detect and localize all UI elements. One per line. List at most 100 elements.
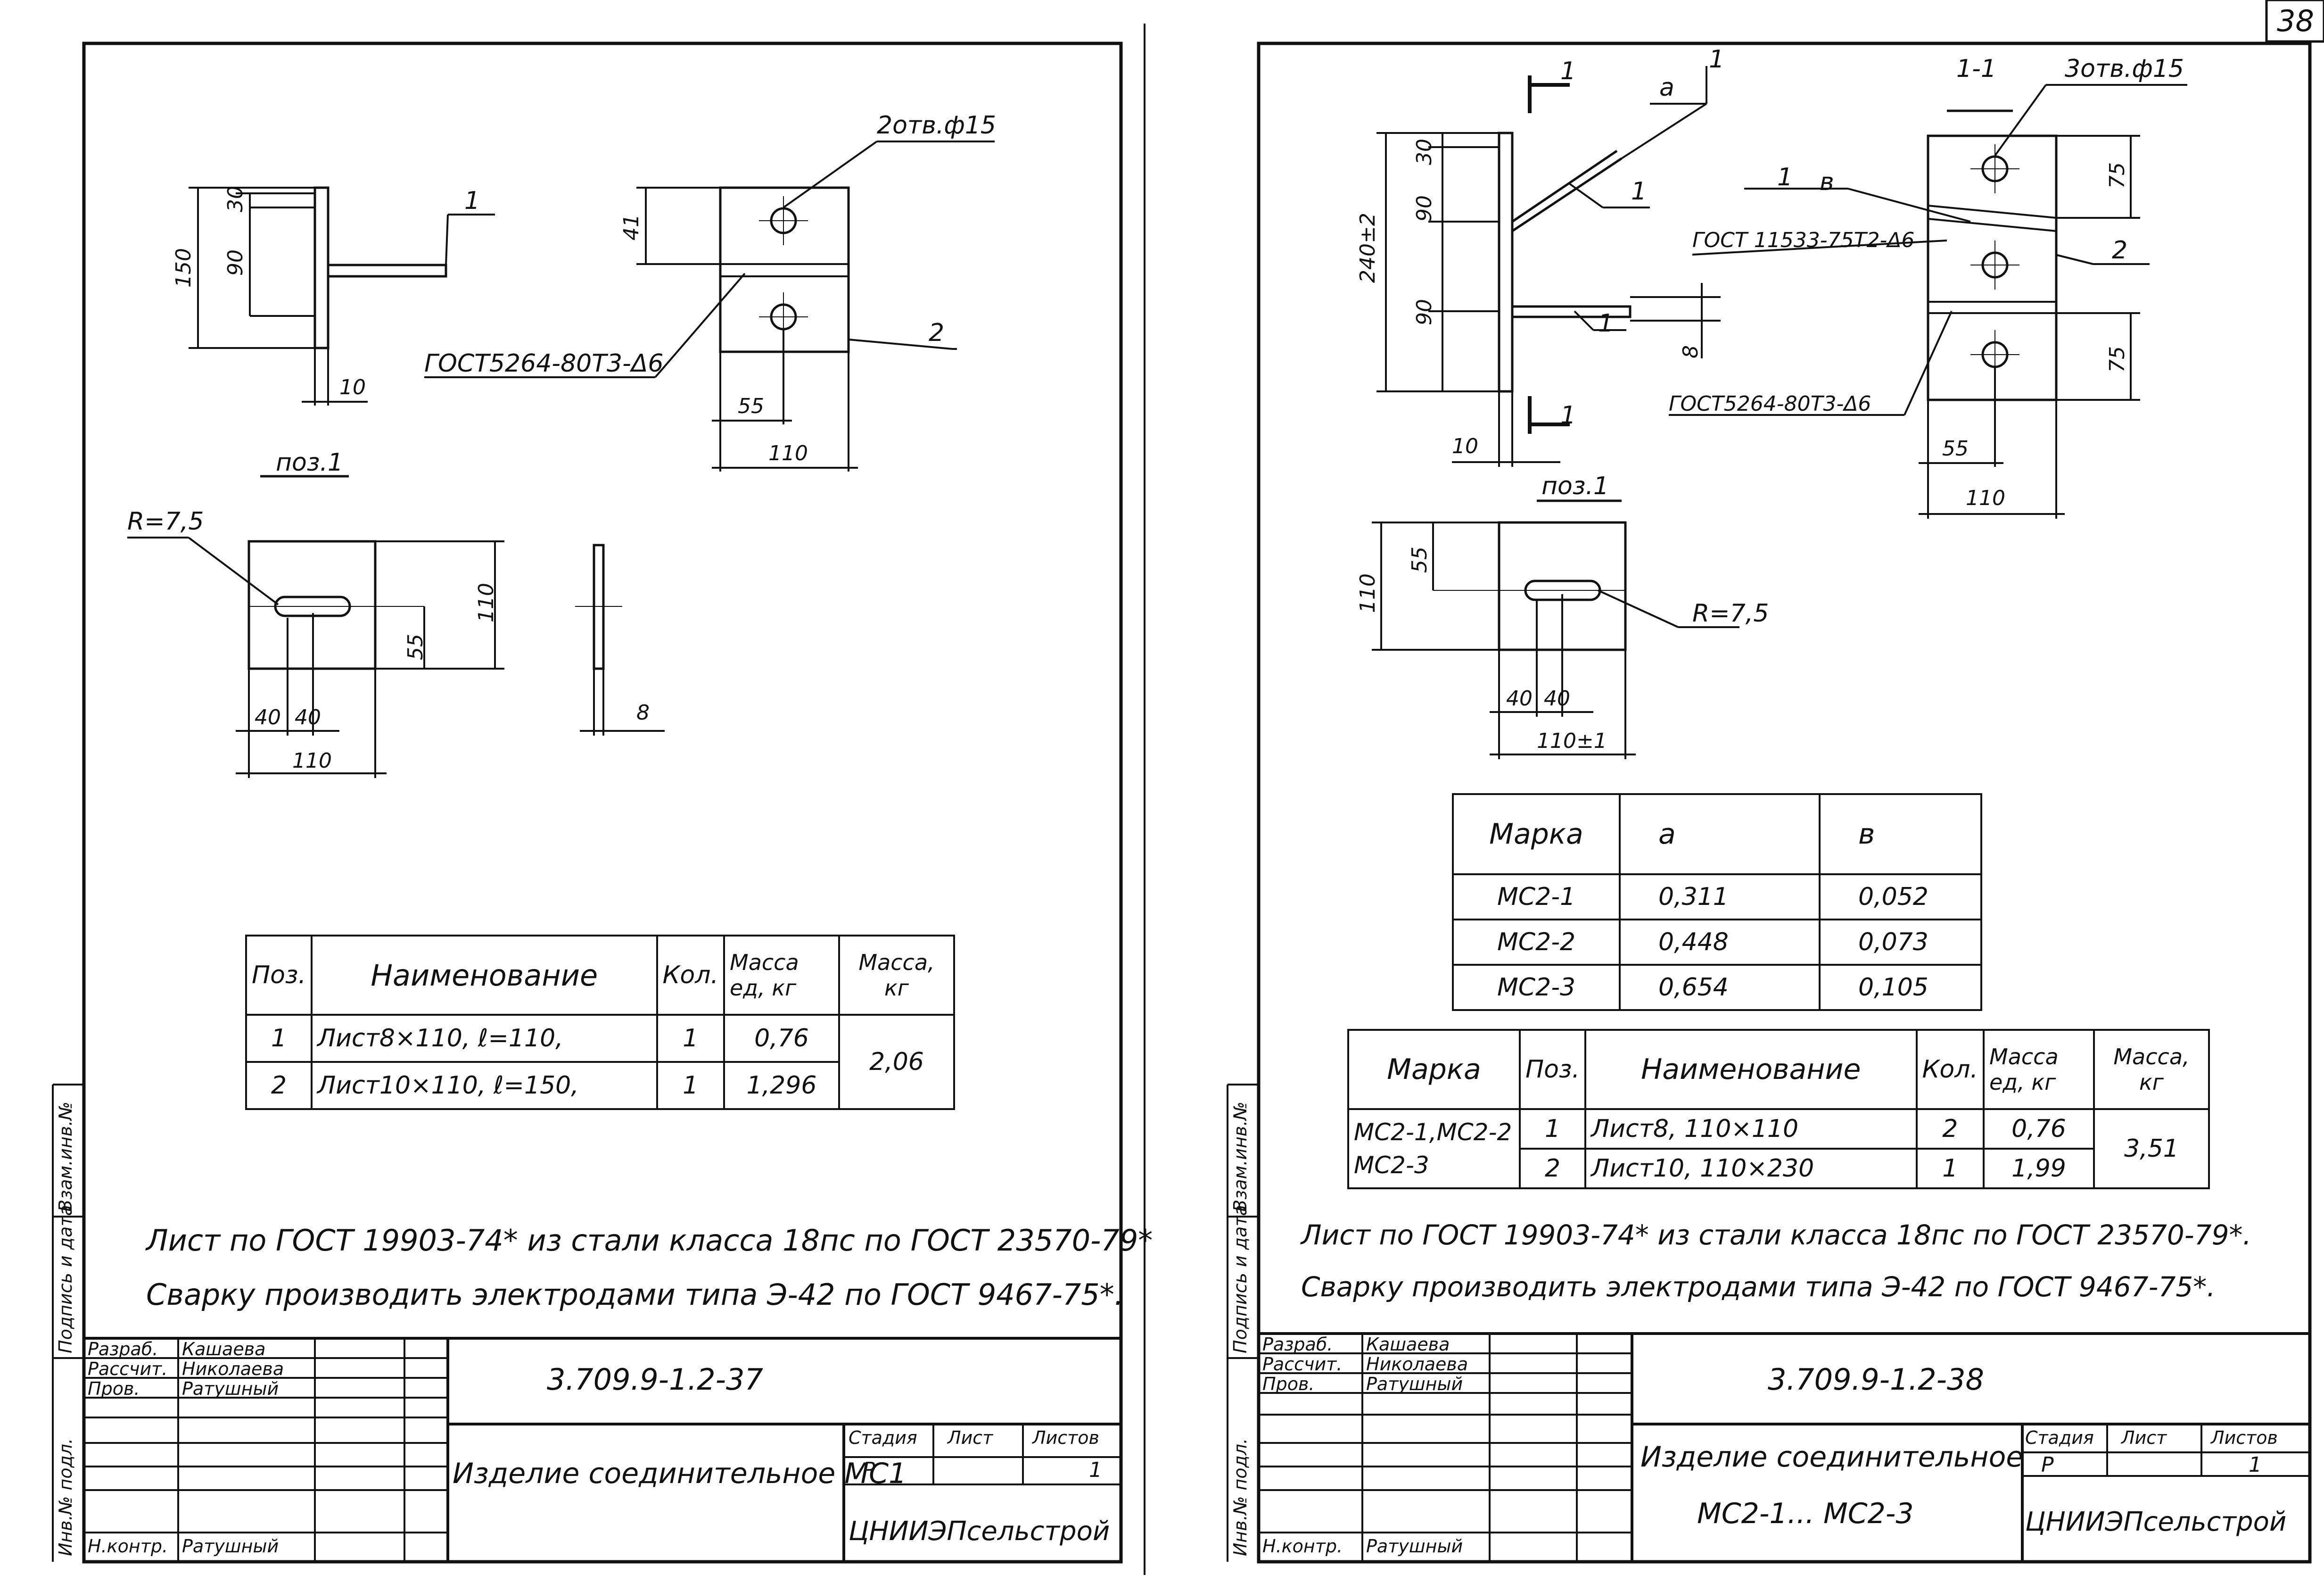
left-spec-unit-mass: 0,76 [723,1014,840,1063]
marks-a: 0,448 [1619,919,1821,966]
left-spec-header-name: Наименование [311,935,658,1016]
right-spec-header-mark: Марка [1347,1029,1521,1110]
left-role-checker: Пров. [88,1378,140,1399]
left-role-calculator: Рассчит. [88,1359,168,1379]
right-sheet-frame [1257,41,2312,1564]
marks-header-mark: Марка [1452,793,1621,875]
right-name-norm-control: Ратушный [1366,1536,1463,1557]
right-stage-label: Стадия [2025,1427,2094,1448]
right-section-title: 1-1 [1956,55,1996,83]
right-sheets-value: 1 [2249,1453,2262,1477]
left-spec-header-mass: Масса, кг [838,935,955,1016]
right-spec-header-pos: Поз. [1518,1029,1587,1110]
left-stamp-replace: Взам.инв.№ [55,1102,76,1212]
right-marks-table: Марка a в МС2-1 0,311 0,052 МС2-2 0,448 … [1452,793,1982,1011]
right-spec-mark-cell: МС2-1,МС2-2 МС2-3 [1347,1108,1521,1189]
left-name-developer: Кашаева [182,1339,266,1359]
right-dim-40b: 40 [1544,687,1570,711]
page-number-box [2265,0,2324,43]
right-organization: ЦНИИЭПсельстрой [2025,1507,2287,1537]
left-sheets-value: 1 [1089,1458,1102,1482]
left-dim-90: 90 [223,249,247,276]
right-dim-55v: 55 [1408,547,1432,573]
page-number: 38 [2277,4,2314,38]
right-spec-header-name: Наименование [1584,1029,1918,1110]
marks-a: 0,311 [1619,873,1821,920]
left-note-2: Сварку производить электродами типа Э-42… [146,1277,1124,1312]
right-drawing-code: 3.709.9-1.2-38 [1768,1362,1984,1397]
left-note-1: Лист по ГОСТ 19903-74* из стали класса 1… [146,1223,1153,1258]
right-dim-75a: 75 [2105,162,2129,189]
left-dim-40b: 40 [295,705,321,729]
right-spec-unit-mass: 0,76 [1983,1108,2095,1150]
left-spec-qty: 1 [656,1014,725,1063]
right-drawing-title-1: Изделие соединительное [1640,1441,2024,1474]
right-spec-name: Лист10, 110×230 [1584,1148,1918,1189]
left-dim-110: 110 [768,441,808,465]
left-dim-8: 8 [636,701,650,725]
right-b-label: в [1820,168,1834,196]
right-dim-30: 30 [1412,139,1436,165]
right-dim-110v: 110 [1356,573,1380,613]
right-dim-90a: 90 [1412,195,1436,222]
left-name-calculator: Николаева [182,1359,284,1379]
right-stamp-inv: Инв.№ подл. [1230,1438,1251,1556]
marks-mark: МС2-2 [1452,919,1621,966]
left-stage-value: Р [863,1458,875,1482]
right-role-calculator: Рассчит. [1262,1354,1343,1375]
left-dim-41: 41 [619,214,643,240]
right-name-checker: Ратушный [1366,1374,1463,1394]
right-slope-1: 1 [1777,163,1793,191]
right-dim-110t: 110±1 [1537,729,1607,753]
left-stamp-sign: Подпись и дата [55,1205,76,1353]
left-dim-110b: 110 [474,583,498,622]
right-dim-40a: 40 [1506,687,1533,711]
right-dim-90b: 90 [1412,299,1436,325]
left-spec-pos: 2 [245,1061,313,1110]
right-spec-pos: 1 [1518,1108,1587,1150]
marks-b: 0,052 [1819,873,1982,920]
right-pos1-title: поз.1 [1541,472,1609,500]
table-row: 1 Лист8×110, ℓ=110, 1 0,76 2,06 [245,1014,955,1110]
marks-mark: МС2-3 [1452,964,1621,1011]
right-role-developer: Разраб. [1262,1334,1333,1355]
right-spec-qty: 1 [1915,1148,1985,1189]
left-sheets-label: Листов [1032,1427,1099,1448]
marks-mark: МС2-1 [1452,873,1621,920]
right-spec-header-unit-mass: Масса ед, кг [1983,1029,2095,1110]
table-row: МС2-3 0,654 0,105 [1452,964,1982,1011]
right-sheets-label: Листов [2211,1427,2278,1448]
right-dim-75b: 75 [2105,346,2129,373]
right-hole-note: 3отв.ф15 [2065,55,2184,83]
right-note-1: Лист по ГОСТ 19903-74* из стали класса 1… [1301,1219,2251,1251]
right-drawing-title-2: МС2-1... МС2-3 [1697,1497,1914,1530]
table-row: 2 Лист10×110, ℓ=150, 1 1,296 [245,1061,954,1110]
left-spec-pos: 1 [245,1014,313,1063]
table-row: 2 Лист10, 110×230 1 1,99 [1348,1148,2209,1189]
left-spec-table: Поз. Наименование Кол. Масса ед, кг Масс… [245,935,955,1110]
right-angle-1: 1 [1709,45,1725,74]
left-spec-header-unit-mass: Масса ед, кг [723,935,840,1016]
left-name-norm-control: Ратушный [182,1536,279,1557]
left-spec-qty: 1 [656,1061,725,1110]
right-spec-qty: 2 [1915,1108,1985,1150]
right-spec-header-qty: Кол. [1915,1029,1985,1110]
left-dim-110c: 110 [292,749,332,773]
right-pos1b-leader: 1 [1598,309,1614,338]
right-spec-name: Лист8, 110×110 [1584,1108,1918,1150]
left-spec-unit-mass: 1,296 [723,1061,840,1110]
right-stamp-sign: Подпись и дата [1230,1205,1251,1353]
left-hole-note: 2отв.ф15 [877,111,996,140]
right-role-norm-control: Н.контр. [1262,1536,1343,1557]
left-drawing-code: 3.709.9-1.2-37 [547,1362,763,1397]
left-dim-10: 10 [339,375,366,399]
left-dim-40a: 40 [255,705,281,729]
left-spec-name: Лист10×110, ℓ=150, [311,1061,658,1110]
left-sheet-label: Лист [948,1427,993,1448]
right-name-developer: Кашаева [1366,1334,1450,1355]
left-pos1-leader: 1 [464,187,480,215]
left-sheet-frame [82,41,1123,1564]
table-row: МС2-1 0,311 0,052 [1452,873,1982,920]
left-gost-weld-label: ГОСТ5264-80Т3-Δ6 [424,349,664,378]
